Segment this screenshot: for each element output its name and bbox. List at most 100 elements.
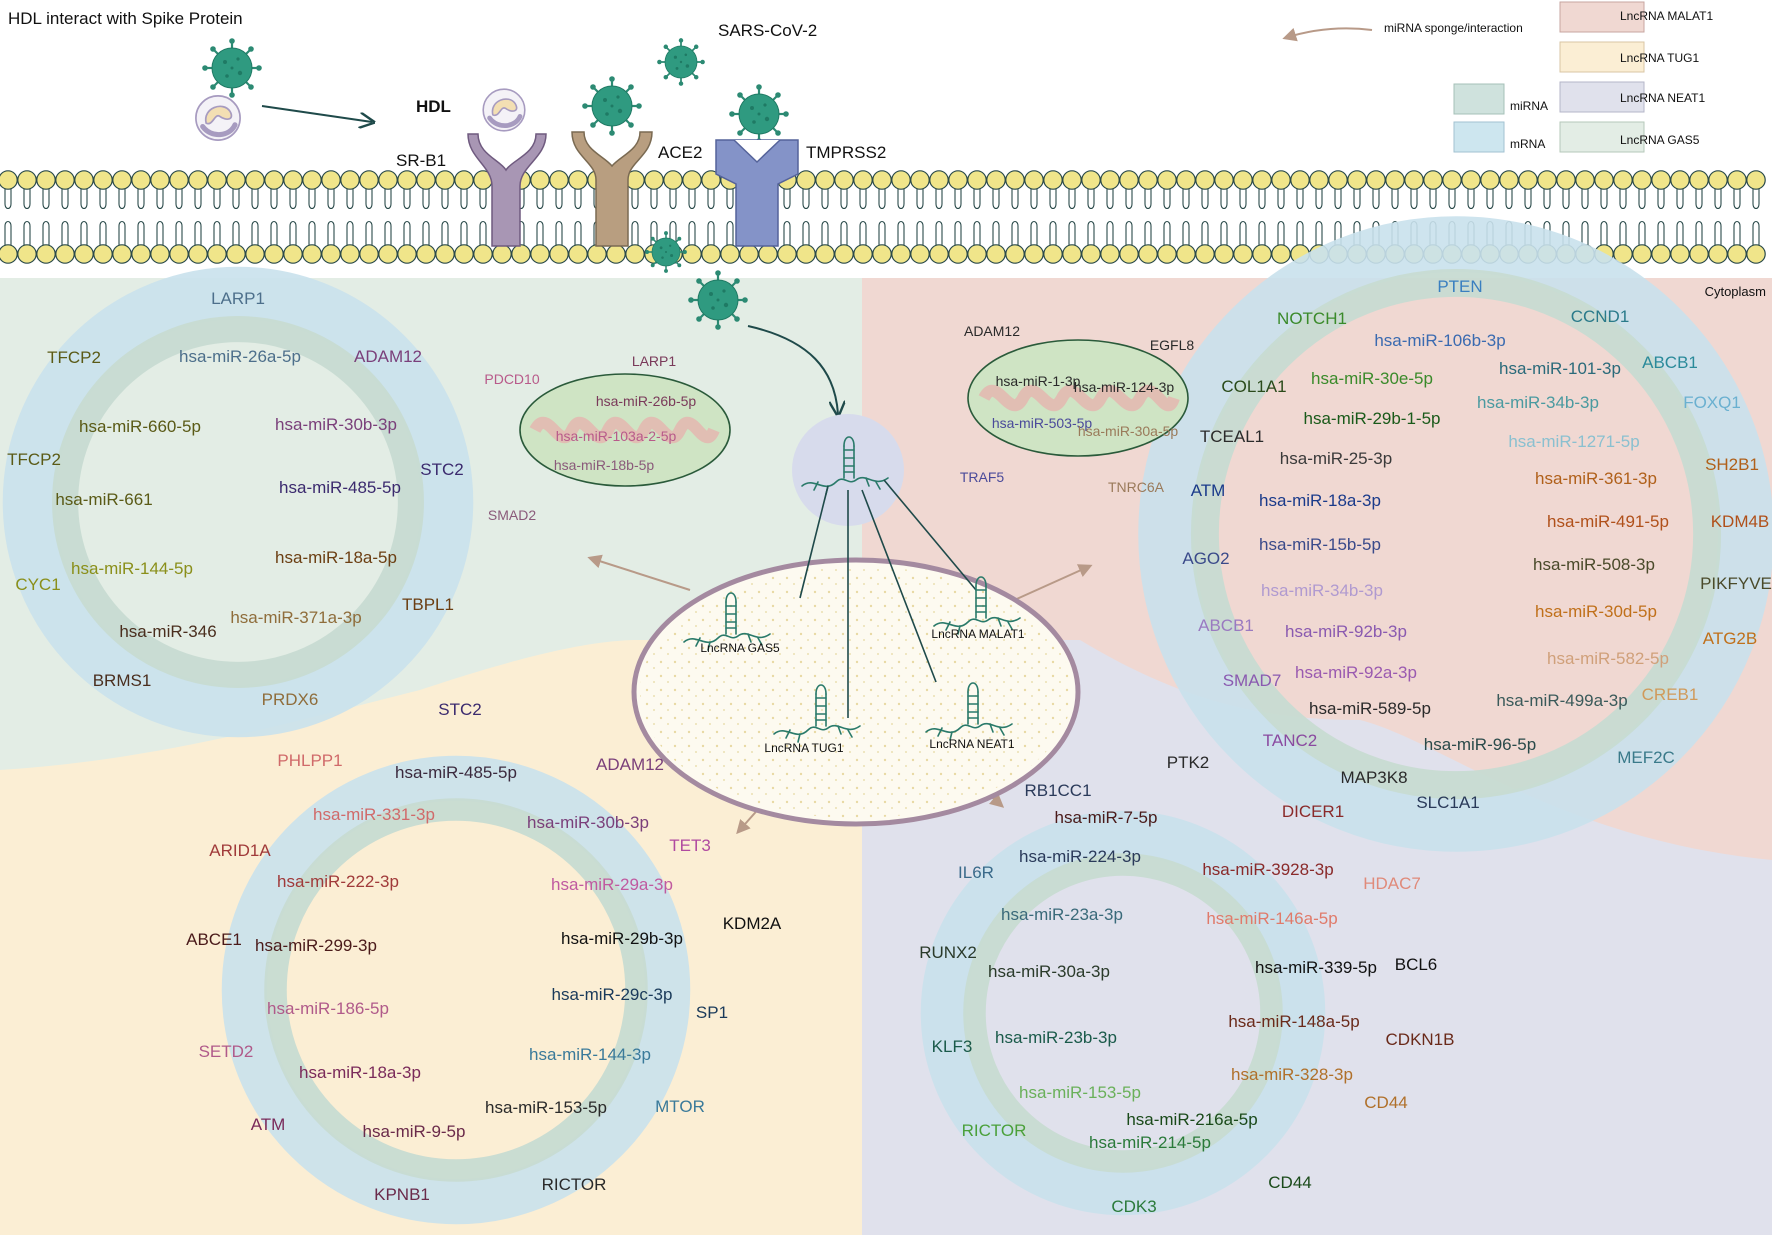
malat1-mrna-label: CREB1 <box>1642 685 1699 704</box>
legend-label-mirna: miRNA <box>1510 99 1548 113</box>
neat1-mirna-label: hsa-miR-146a-5p <box>1206 909 1337 928</box>
malat1-mirna-label: hsa-miR-106b-3p <box>1374 331 1505 350</box>
tug1-mirna-label: hsa-miR-18a-3p <box>299 1063 421 1082</box>
malat1-mirna-label: hsa-miR-491-5p <box>1547 512 1669 531</box>
malat1-mirna-label: hsa-miR-499a-3p <box>1496 691 1627 710</box>
legend-swatch-gas5 <box>1559 121 1645 153</box>
gas5-mirna-label: hsa-miR-660-5p <box>79 417 201 436</box>
malat1-mirna-label: hsa-miR-92b-3p <box>1285 622 1407 641</box>
neat1-mirna-label: hsa-miR-23a-3p <box>1001 905 1123 924</box>
malat1-mirna-label: hsa-miR-361-3p <box>1535 469 1657 488</box>
tug1-mirna-label: hsa-miR-30b-3p <box>527 813 649 832</box>
malat1-mito-mrna-label: TRAF5 <box>960 469 1005 485</box>
malat1-mrna-label: SMAD7 <box>1223 671 1282 690</box>
malat1-mrna-label: FOXQ1 <box>1683 393 1741 412</box>
gas5-mirna-label: hsa-miR-144-5p <box>71 559 193 578</box>
tug1-mirna-ring <box>264 798 648 1182</box>
malat1-mirna-label: hsa-miR-18a-3p <box>1259 491 1381 510</box>
malat1-mito-mrna-label: ADAM12 <box>964 323 1020 339</box>
legend-swatch-tug1 <box>1559 41 1645 73</box>
malat1-mirna-label: hsa-miR-96-5p <box>1424 735 1536 754</box>
gas5-mito-mirna-label: hsa-miR-26b-5p <box>596 393 697 409</box>
legend-label-malat1: LncRNA MALAT1 <box>1620 9 1713 23</box>
neat1-mrna-label: KLF3 <box>932 1037 973 1056</box>
malat1-mrna-label: CCND1 <box>1571 307 1630 326</box>
neat1-mirna-label: hsa-miR-7-5p <box>1055 808 1158 827</box>
malat1-mrna-label: SH2B1 <box>1705 455 1759 474</box>
gas5-mito-mirna-label: hsa-miR-103a-2-5p <box>556 428 677 444</box>
gas5-mrna-label: STC2 <box>420 460 463 479</box>
neat1-mirna-label: hsa-miR-224-3p <box>1019 847 1141 866</box>
malat1-mito-mirna-label: hsa-miR-30a-5p <box>1078 423 1179 439</box>
gas5-mitochondrion <box>519 373 731 487</box>
gas5-mito-mrna-label: SMAD2 <box>488 507 536 523</box>
gas5-mito-mrna-label: PDCD10 <box>484 371 539 387</box>
arrow-to-gas5 <box>587 554 691 591</box>
tug1-nucleus-label: LncRNA TUG1 <box>764 741 843 755</box>
malat1-mrna-label: KDM4B <box>1711 512 1770 531</box>
malat1-mrna-label: ABCB1 <box>1198 616 1254 635</box>
malat1-mirna-ring <box>1190 268 1722 800</box>
neat1-mrna-label: CDKN1B <box>1386 1030 1455 1049</box>
neat1-mirna-label: hsa-miR-23b-3p <box>995 1028 1117 1047</box>
tug1-mirna-label: hsa-miR-29b-3p <box>561 929 683 948</box>
virus-icon <box>201 37 263 99</box>
gas5-mirna-label: hsa-miR-661 <box>55 490 152 509</box>
neat1-mrna-label: RB1CC1 <box>1024 781 1091 800</box>
malat1-mrna-label: PIKFYVE <box>1700 574 1772 593</box>
malat1-mirna-label: hsa-miR-34b-3p <box>1477 393 1599 412</box>
gas5-mrna-label: BRMS1 <box>93 671 152 690</box>
malat1-mirna-label: hsa-miR-34b-3p <box>1261 581 1383 600</box>
gas5-mirna-label: hsa-miR-26a-5p <box>179 347 301 366</box>
tug1-mrna-label: SETD2 <box>199 1042 254 1061</box>
legend-label-gas5: LncRNA GAS5 <box>1620 133 1700 147</box>
ace2-receptor <box>571 131 653 247</box>
neat1-mirna-label: hsa-miR-339-5p <box>1255 958 1377 977</box>
tug1-mirna-label: hsa-miR-222-3p <box>277 872 399 891</box>
malat1-mrna-label: MEF2C <box>1617 748 1675 767</box>
nucleus-texture <box>640 566 1072 818</box>
neat1-mrna-label: RUNX2 <box>919 943 977 962</box>
malat1-mrna-ring <box>1138 216 1772 852</box>
tug1-mirna-label: hsa-miR-144-3p <box>529 1045 651 1064</box>
neat1-mirna-label: hsa-miR-328-3p <box>1231 1065 1353 1084</box>
tug1-mrna-label: KDM2A <box>723 914 782 933</box>
neat1-mirna-label: hsa-miR-148a-5p <box>1228 1012 1359 1031</box>
tug1-mirna-label: hsa-miR-153-5p <box>485 1098 607 1117</box>
gas5-mito-mirna-label: hsa-miR-18b-5p <box>554 457 655 473</box>
malat1-mirna-label: hsa-miR-508-3p <box>1533 555 1655 574</box>
gas5-mrna-label: TBPL1 <box>402 595 454 614</box>
malat1-mito-mirna-label: hsa-miR-1-3p <box>996 373 1081 389</box>
ace2-label: ACE2 <box>658 143 702 162</box>
lncrna-source <box>792 414 904 526</box>
neat1-mrna-label: HDAC7 <box>1363 874 1421 893</box>
page-title: HDL interact with Spike Protein <box>8 9 243 28</box>
gas5-mrna-label: CYC1 <box>15 575 60 594</box>
malat1-nucleus-label: LncRNA MALAT1 <box>931 627 1024 641</box>
virus-icon <box>656 37 706 87</box>
neat1-mrna-ring <box>920 810 1326 1216</box>
neat1-mrna-label: PTK2 <box>1167 753 1210 772</box>
cytoplasm-label: Cytoplasm <box>1705 284 1766 299</box>
malat1-mrna-label: MAP3K8 <box>1340 768 1407 787</box>
malat1-mirna-label: hsa-miR-101-3p <box>1499 359 1621 378</box>
malat1-mrna-label: ATG2B <box>1703 629 1757 648</box>
tug1-mirna-label: hsa-miR-186-5p <box>267 999 389 1018</box>
neat1-mirna-label: hsa-miR-214-5p <box>1089 1133 1211 1152</box>
virus-icon <box>644 230 688 274</box>
neat1-mrna-label: BCL6 <box>1395 955 1438 974</box>
neat1-mrna-label: DICER1 <box>1282 802 1344 821</box>
legend-swatch-neat1 <box>1559 81 1645 113</box>
neat1-mrna-label: CDK3 <box>1111 1197 1156 1216</box>
neat1-mirna-label: hsa-miR-30a-3p <box>988 962 1110 981</box>
malat1-mirna-label: hsa-miR-15b-5p <box>1259 535 1381 554</box>
tug1-mrna-label: ABCE1 <box>186 930 242 949</box>
tug1-mrna-label: MTOR <box>655 1097 705 1116</box>
malat1-mito-mrna-label: EGFL8 <box>1150 337 1195 353</box>
malat1-mrna-label: AGO2 <box>1182 549 1229 568</box>
tug1-mrna-label: ARID1A <box>209 841 271 860</box>
tug1-mirna-label: hsa-miR-331-3p <box>313 805 435 824</box>
virus-label: SARS-CoV-2 <box>718 21 817 40</box>
malat1-mirna-label: hsa-miR-25-3p <box>1280 449 1392 468</box>
